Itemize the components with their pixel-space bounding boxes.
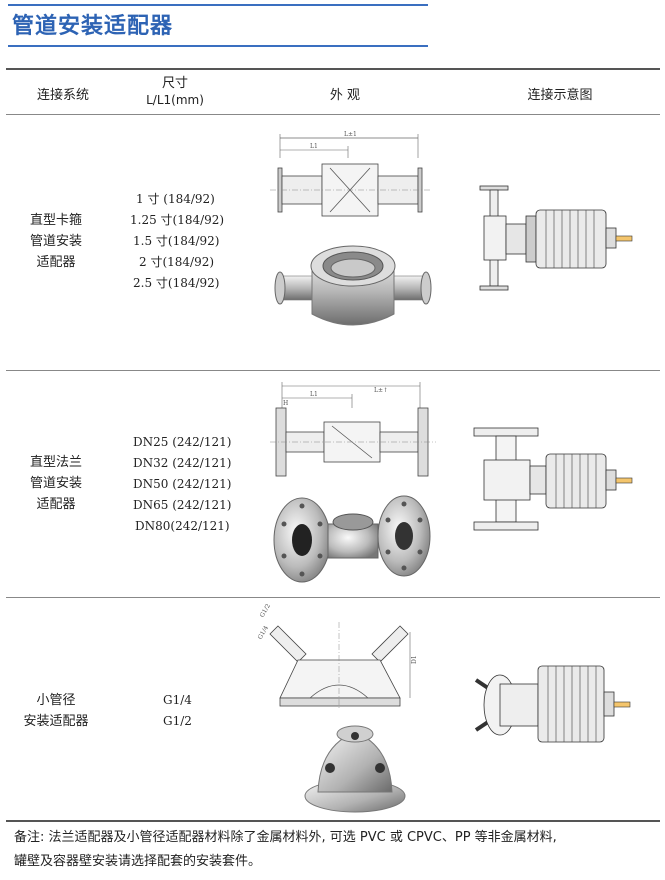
flange-H-label: H [283,400,288,407]
small-connection-diagram [474,665,631,743]
footnote: 备注: 法兰适配器及小管径适配器材料除了金属材料外, 可选 PVC 或 CPVC… [14,826,659,874]
clamp-adapter-drawing: L±1 L1 [270,131,430,217]
row2-system: 直型法兰 管道安装 适配器 [6,452,106,515]
size-item: DN32 (242/121) [133,456,232,470]
row1-system: 直型卡箍 管道安装 适配器 [6,210,106,273]
header-size-line2: L/L1(mm) [146,93,204,107]
flange-adapter-drawing: L1 L±↑ H [270,382,436,477]
row1-system-line: 直型卡箍 [29,213,82,228]
flange-L1-label: L1 [310,391,318,398]
flange-connection-diagram [473,427,633,531]
row3-sizes: G1/4 G1/2 [163,690,192,732]
size-item: DN80(242/121) [135,519,230,533]
size-item: 1 寸 (184/92) [136,192,215,206]
row1-system-line: 管道安装 [29,234,82,249]
size-item: 2 寸(184/92) [139,255,215,269]
row2-system-line: 直型法兰 [29,455,82,470]
header-size-line1: 尺寸 [161,76,188,91]
row2-system-line: 管道安装 [29,476,82,491]
small-g1-label: G1/2 [259,603,272,619]
header-system: 连接系统 [36,88,89,103]
row1-system-line: 适配器 [36,255,76,270]
header-appearance: 外 观 [329,88,361,103]
small-adapter-drawing: G1/2 G1/4 D1 [257,603,418,710]
size-item: 2.5 寸(184/92) [133,276,220,290]
clamp-connection-diagram [479,185,633,291]
size-item: G1/2 [163,714,192,728]
row2-sizes: DN25 (242/121) DN32 (242/121) DN50 (242/… [133,432,231,537]
flange-L-total-label: L±↑ [374,387,388,394]
row3-system-line: 小管径 [36,693,76,708]
small-d-label: D1 [411,655,418,664]
clamp-L1-label: L1 [310,143,318,150]
small-adapter-photo [304,725,406,813]
size-item: DN50 (242/121) [133,477,232,491]
clamp-L-total-label: L±1 [344,131,357,138]
size-item: G1/4 [163,693,192,707]
footnote-line1: 备注: 法兰适配器及小管径适配器材料除了金属材料外, 可选 PVC 或 CPVC… [14,830,557,845]
header-diagram: 连接示意图 [527,88,593,103]
row3-system: 小管径 安装适配器 [6,690,106,732]
page-title: 管道安装适配器 [12,14,174,39]
row1-sizes: 1 寸 (184/92) 1.25 寸(184/92) 1.5 寸(184/92… [130,189,224,294]
table-top-rule [6,68,660,70]
row2-system-line: 适配器 [36,497,76,512]
table-bottom-rule [6,820,660,822]
size-item: DN65 (242/121) [133,498,232,512]
size-item: 1.5 寸(184/92) [133,234,220,248]
flange-adapter-photo [273,495,431,583]
row1-rule [6,370,660,371]
row2-rule [6,597,660,598]
small-g2-label: G1/4 [257,625,270,641]
row3-system-line: 安装适配器 [23,714,89,729]
header-size: 尺寸 L/L1(mm) [130,72,220,107]
footnote-line2: 罐壁及容器壁安装请选择配套的安装套件。 [14,854,262,869]
header-rule [6,114,660,115]
title-top-rule [8,4,428,6]
title-block: 管道安装适配器 [8,0,428,48]
title-bottom-rule [8,45,428,47]
size-item: 1.25 寸(184/92) [130,213,225,227]
size-item: DN25 (242/121) [133,435,232,449]
clamp-adapter-photo [274,245,432,326]
